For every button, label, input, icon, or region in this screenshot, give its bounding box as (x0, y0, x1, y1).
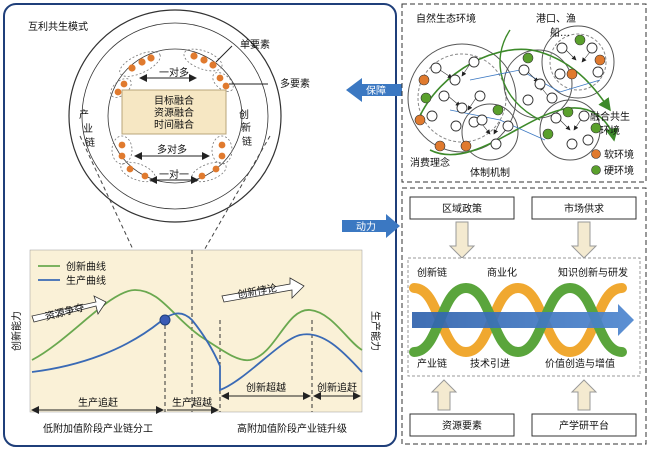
helix-top-label-2: 商业化 (487, 266, 517, 279)
institution-label: 体制机制 (470, 166, 510, 179)
svg-text:产: 产 (79, 108, 89, 121)
hard-env-label: 硬环境 (604, 164, 634, 177)
svg-text:新: 新 (241, 121, 251, 134)
mutualism-title: 互利共生模式 (28, 20, 88, 33)
projection-line-left (79, 135, 166, 319)
market-down-arrow (570, 221, 598, 259)
phase-production-surpass: 生产超越 (172, 396, 212, 409)
market-supply-label: 市场供求 (564, 202, 604, 215)
crossover-point (159, 314, 171, 326)
market-supply-box (531, 196, 637, 220)
svg-text:链: 链 (242, 135, 252, 148)
driving-label: 动力 (356, 220, 376, 233)
helix-top-label-1: 创新链 (417, 266, 447, 279)
innovation-curve (31, 289, 363, 362)
svg-text:链: 链 (85, 136, 95, 149)
resource-up-arrow (430, 379, 458, 411)
innovation-paradox-arrow (221, 277, 305, 303)
fusion-line-3: 时间融合 (154, 118, 194, 131)
research-platform-box (531, 413, 637, 437)
stage-high-label: 高附加值阶段产业链升级 (237, 422, 347, 435)
resource-factor-label: 资源要素 (442, 419, 482, 432)
mutualism-circle (68, 9, 282, 223)
helix-bottom-label-1: 产业链 (417, 357, 447, 370)
ship-label: 船… (550, 26, 570, 39)
fusion-box (121, 89, 227, 135)
stage-low-label: 低附加值阶段产业链分工 (43, 422, 153, 435)
many-to-many-label: 多对多 (157, 143, 187, 156)
single-factor-label: 单要素 (240, 38, 270, 51)
legend-production: 生产曲线 (66, 274, 106, 287)
driving-arrow (342, 214, 400, 238)
helix-top-label-3: 知识创新与研发 (558, 266, 628, 279)
fusion-env-label-1: 融合共生 (590, 110, 630, 123)
single-factor-pointer (215, 45, 233, 63)
production-curve (31, 312, 363, 392)
helix-bottom-label-2: 技术引进 (470, 357, 510, 370)
industry-chain-side-label: 产 业 链 (79, 108, 95, 149)
innovation-chain-side-label: 创 新 链 (239, 108, 252, 148)
y-axis-left-label: 创新能力 (10, 311, 23, 351)
resource-competition-arrow (31, 295, 107, 323)
multi-factor-label: 多要素 (280, 77, 310, 90)
svg-text:创: 创 (239, 108, 249, 121)
fusion-env-label-2: 环境 (600, 124, 620, 137)
svg-text:业: 业 (83, 123, 93, 135)
research-platform-label: 产学研平台 (559, 419, 609, 432)
guarantee-arrow (346, 78, 402, 102)
hard-env-swatch (591, 165, 601, 175)
double-helix (409, 282, 634, 358)
consumption-label: 消费理念 (410, 156, 450, 169)
one-to-many-label: 一对多 (159, 66, 189, 79)
capability-chart (29, 249, 363, 414)
phase-innovation-surpass: 创新超越 (246, 381, 286, 394)
fusion-line-1: 目标融合 (154, 94, 194, 107)
resource-factor-box (409, 413, 515, 437)
y-axis-right-label: 生产能力 (369, 311, 382, 351)
guarantee-label: 保障 (366, 84, 386, 97)
ecosystem-network (407, 25, 619, 161)
policy-down-arrow (448, 221, 476, 259)
phase-innovation-catchup: 创新追赶 (317, 381, 357, 394)
regional-policy-label: 区域政策 (442, 202, 482, 215)
soft-env-swatch (591, 149, 601, 159)
platform-up-arrow (570, 379, 598, 411)
phase-production-catchup: 生产追赶 (78, 396, 118, 409)
natural-env-label: 自然生态环境 (416, 12, 476, 25)
regional-policy-box (409, 196, 515, 220)
legend-innovation: 创新曲线 (66, 260, 106, 273)
port-label: 港口、渔 (536, 13, 576, 25)
helix-bottom-label-3: 价值创造与增值 (545, 357, 615, 370)
fusion-line-2: 资源融合 (154, 106, 194, 119)
soft-env-label: 软环境 (604, 148, 634, 161)
one-to-one-label: 一对一 (159, 168, 189, 181)
